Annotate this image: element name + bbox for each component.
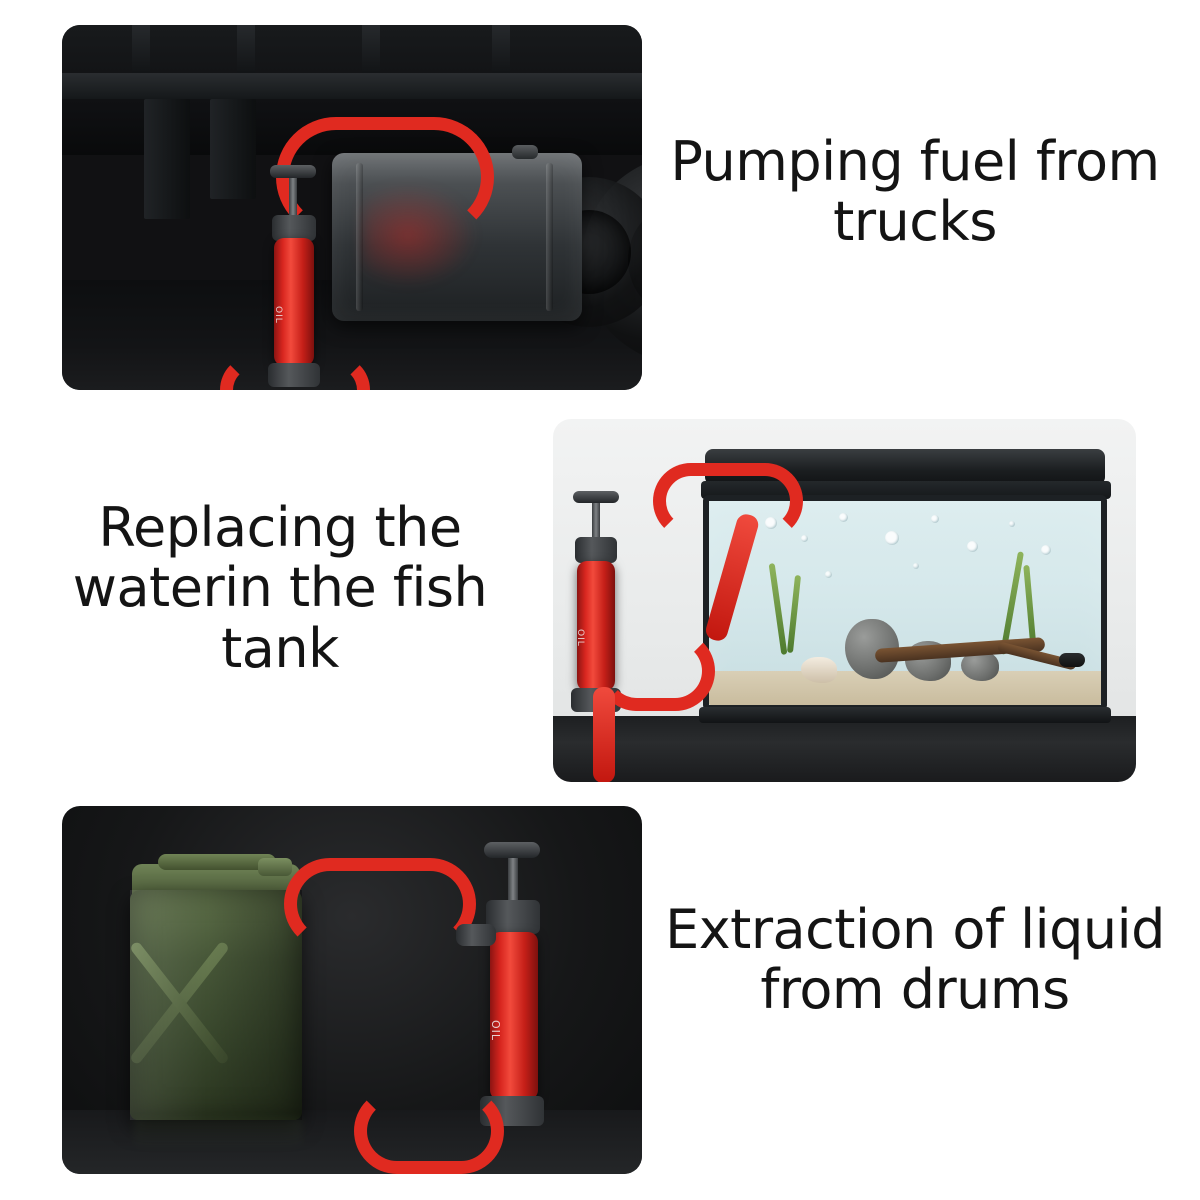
pump-brand-label: OIL — [273, 306, 283, 324]
jerry-can-body — [128, 890, 302, 1120]
siphon-pump-truck: OIL — [258, 165, 328, 390]
discharge-hose-drop — [593, 687, 615, 782]
pump-top-cap — [575, 537, 617, 563]
aquarium-shell — [801, 657, 837, 683]
jerry-can-shading — [130, 890, 302, 1120]
chassis-rib — [237, 25, 255, 73]
aquarium-top-rim — [701, 481, 1111, 499]
pump-handle-knob — [270, 165, 316, 178]
pump-handle-knob — [484, 842, 540, 858]
water-bubble — [825, 571, 832, 578]
truck-undercarriage — [62, 25, 642, 219]
suction-hose-arc — [284, 858, 476, 950]
frame-leg — [144, 99, 190, 219]
pump-inlet-fitting — [456, 924, 496, 946]
water-bubble — [801, 535, 808, 542]
counter-surface — [553, 716, 1136, 782]
pump-brand-label: OIL — [575, 629, 585, 647]
caption-extraction-of-liquid-from-drums: Extraction of liquid from drums — [665, 898, 1165, 1022]
water-bubble — [1041, 545, 1051, 555]
chassis-rib — [492, 25, 510, 73]
aquarium-substrate — [709, 671, 1101, 705]
pump-brand-label: OIL — [489, 1020, 502, 1042]
discharge-hose-coil — [220, 355, 370, 390]
pump-rod — [289, 178, 297, 218]
frame-leg — [210, 99, 256, 199]
water-bubble — [839, 513, 848, 522]
pump-barrel: OIL — [489, 932, 538, 1100]
pump-rod — [592, 503, 600, 539]
water-bubble — [913, 563, 919, 569]
chassis-rib — [132, 25, 150, 73]
caption-pumping-fuel-from-trucks: Pumping fuel from trucks — [670, 130, 1160, 254]
panel-pumping-fuel-from-trucks: OIL — [62, 25, 642, 390]
jerry-can-reflection — [134, 1118, 302, 1152]
aquarium-fish — [1059, 653, 1085, 667]
water-bubble — [885, 531, 899, 545]
caption-replacing-water-in-fish-tank: Replacing the waterin the fish tank — [72, 496, 488, 680]
water-bubble — [931, 515, 939, 523]
pump-rod — [508, 858, 518, 902]
pump-barrel: OIL — [273, 238, 314, 366]
jerry-can-handle — [158, 854, 276, 870]
discharge-hose — [354, 1088, 504, 1174]
panel-replacing-water-in-fish-tank: OIL — [553, 419, 1136, 782]
chassis-beam — [62, 73, 642, 99]
suction-hose-arc — [653, 463, 803, 539]
pump-top-cap — [272, 215, 316, 241]
tank-filler-cap — [512, 145, 538, 159]
floor-surface — [62, 1110, 642, 1174]
tank-band — [356, 163, 363, 311]
aquarium-base-rim — [699, 707, 1111, 723]
water-bubble — [967, 541, 978, 552]
jerry-can-spout-cap — [258, 858, 292, 876]
panel-extraction-of-liquid-from-drums: OIL — [62, 806, 642, 1174]
siphon-pump-drum: OIL — [456, 842, 548, 1142]
pump-handle-knob — [573, 491, 619, 503]
chassis-rib — [362, 25, 380, 73]
water-bubble — [1009, 521, 1015, 527]
tank-band — [546, 163, 553, 311]
